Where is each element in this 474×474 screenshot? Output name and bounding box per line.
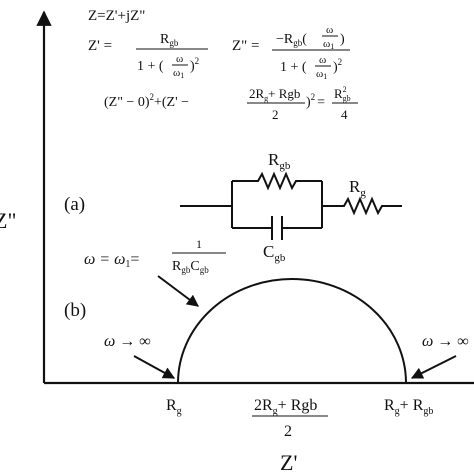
nyquist-plot: (b) ω = ω1= 1 RgbCgb ω → ∞ ω → ∞ Rg 2Rg+… xyxy=(64,237,469,440)
eq3-num-frac-den: ω1 xyxy=(323,38,334,51)
equation-complex-impedance: Z=Z'+jZ" xyxy=(88,8,145,24)
eq2-den-open: 1 + ( xyxy=(137,59,164,74)
eq2-lhs: Z' = xyxy=(88,38,112,54)
plot-label: (b) xyxy=(64,300,86,321)
eq3-den-frac-num: ω xyxy=(319,54,326,66)
equation-real-part: Z' = Rgb 1 + ( ω ω1 )2 xyxy=(88,32,208,80)
tick-center-num: 2Rg+ Rgb xyxy=(254,397,317,417)
resistor-rg xyxy=(322,196,402,216)
eq4-frac-den: 2 xyxy=(272,107,279,122)
tick-center-den: 2 xyxy=(284,423,292,440)
omega-inf-right-arrow xyxy=(410,355,457,379)
omega-peak-frac-den: RgbCgb xyxy=(172,259,209,275)
equation-imag-part: Z" = −Rgb( ω ω1 ) 1 + ( ω ω1 )2 xyxy=(232,24,350,81)
omega-peak-frac-num: 1 xyxy=(196,237,202,251)
eq2-den-close: )2 xyxy=(190,56,199,74)
eq3-num-close: ) xyxy=(340,32,345,47)
capacitor-cgb xyxy=(232,216,322,240)
omega-peak-arrow xyxy=(157,275,199,307)
eq4-close: )2= xyxy=(306,92,325,110)
resistor-rgb xyxy=(232,171,322,191)
y-axis-label: Z" xyxy=(0,208,16,233)
circuit-label: (a) xyxy=(64,194,85,215)
eq3-lhs: Z" = xyxy=(232,38,260,54)
equations: Z=Z'+jZ" Z' = Rgb 1 + ( ω ω1 )2 Z" = −Rg… xyxy=(88,8,358,122)
eq3-num-frac-num: ω xyxy=(326,24,333,36)
omega-inf-left-label: ω → ∞ xyxy=(104,333,151,350)
eq2-den-frac-den: ω1 xyxy=(173,67,184,80)
eq4-part-a: (Z" − 0)2+(Z' − xyxy=(104,92,189,110)
eq3-den-frac-den: ω1 xyxy=(316,68,327,81)
resistor-rgb-label: Rgb xyxy=(268,150,291,172)
resistor-rg-label: Rg xyxy=(349,177,366,199)
tick-rg: Rg xyxy=(166,397,182,417)
omega-inf-right-label: ω → ∞ xyxy=(422,333,469,350)
semicircle-arc xyxy=(177,278,407,384)
capacitor-cgb-label: Cgb xyxy=(263,242,286,264)
eq2-den-frac-num: ω xyxy=(176,53,183,65)
x-axis-label: Z' xyxy=(280,450,297,474)
eq2-num: Rgb xyxy=(160,32,179,48)
equivalent-circuit: (a) Rgb Cgb Rg xyxy=(64,150,402,264)
omega-inf-left-arrow xyxy=(133,355,176,379)
tick-rg-plus-rgb: Rg+ Rgb xyxy=(384,397,433,417)
eq3-num: −Rgb( xyxy=(276,32,307,48)
eq4-rhs-den: 4 xyxy=(341,107,348,122)
eq3-den-close: )2 xyxy=(333,57,342,75)
eq3-den-open: 1 + ( xyxy=(280,60,307,75)
omega-peak-label: ω = ω1= xyxy=(84,251,139,270)
eq4-frac-num: 2Rg+ Rgb xyxy=(249,86,300,103)
